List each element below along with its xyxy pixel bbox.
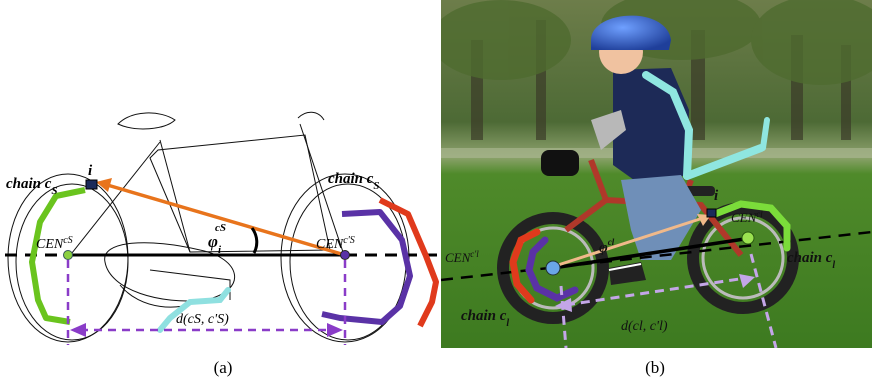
label-angle-phi: φicS <box>208 222 226 256</box>
chain-cs-prime-red <box>378 197 439 328</box>
cen-cl-prime-dot <box>545 260 561 276</box>
chain-cl-purple <box>525 236 579 302</box>
distance-bracket <box>66 260 347 345</box>
label-point-i: i <box>88 163 93 179</box>
center-line-b <box>552 236 752 270</box>
distance-arrow-right <box>327 323 343 337</box>
label-cen-cs: CENcS <box>36 235 73 253</box>
label-chain-cl-right: chain cl <box>787 250 835 271</box>
point-i-marker <box>85 179 98 190</box>
distance-arrow-left <box>70 323 86 337</box>
cen-cs-prime-dot <box>340 250 350 260</box>
orange-arrow <box>103 182 346 257</box>
label-cen-cl-prime: CENc'l <box>445 249 479 265</box>
photo-diagram: i CENcl CENc'l φcl chain cl chain cl d(c… <box>431 0 872 349</box>
cyan-stroke-arm <box>683 144 765 180</box>
point-i-marker-b <box>706 208 717 218</box>
label-chain-cl-left: chain cl <box>461 308 509 329</box>
label-cen-cl: CENcl <box>731 209 763 225</box>
label-chain-cs-prime: chain cS <box>328 171 380 192</box>
sketch-diagram: chain cS i chain cS CENcS CENc'S φicS d(… <box>5 111 439 345</box>
label-distance-b: d(cl, c'l) <box>621 319 668 334</box>
chain-cs-green <box>29 187 86 325</box>
distance-arrow-left-b <box>555 298 572 312</box>
distance-bracket-b <box>559 253 778 349</box>
angle-arc <box>250 227 259 254</box>
orange-arrowhead <box>96 178 112 192</box>
distance-arrow-right-b <box>739 274 755 288</box>
cen-cs-dot <box>63 250 73 260</box>
label-distance: d(cS, c'S) <box>176 312 229 327</box>
dashed-axis-b <box>440 230 872 282</box>
peach-arrow <box>554 216 704 268</box>
label-point-i-b: i <box>714 188 719 204</box>
cyan-stroke-hand <box>760 117 770 151</box>
caption-a: (a) <box>213 358 233 377</box>
cyan-stroke <box>157 287 231 333</box>
label-cen-cs-prime: CENc'S <box>316 235 355 253</box>
bike-handle <box>541 150 579 176</box>
cyan-stroke-body <box>642 71 694 180</box>
bike-wheels <box>497 202 799 324</box>
panel-a-sketch: chain cS i chain cS CENcS CENc'S φicS d(… <box>0 0 440 350</box>
chain-cl-red <box>509 228 541 304</box>
panel-b-photo: i CENcl CENc'l φcl chain cl chain cl d(c… <box>431 0 872 349</box>
caption-b: (b) <box>645 358 665 377</box>
chain-cl-green <box>711 200 791 252</box>
label-angle-phi-b: φcl <box>599 237 615 256</box>
cen-cl-dot <box>741 231 755 245</box>
label-chain-cs: chain cS <box>6 176 58 197</box>
chain-cs-prime-purple <box>321 209 413 325</box>
